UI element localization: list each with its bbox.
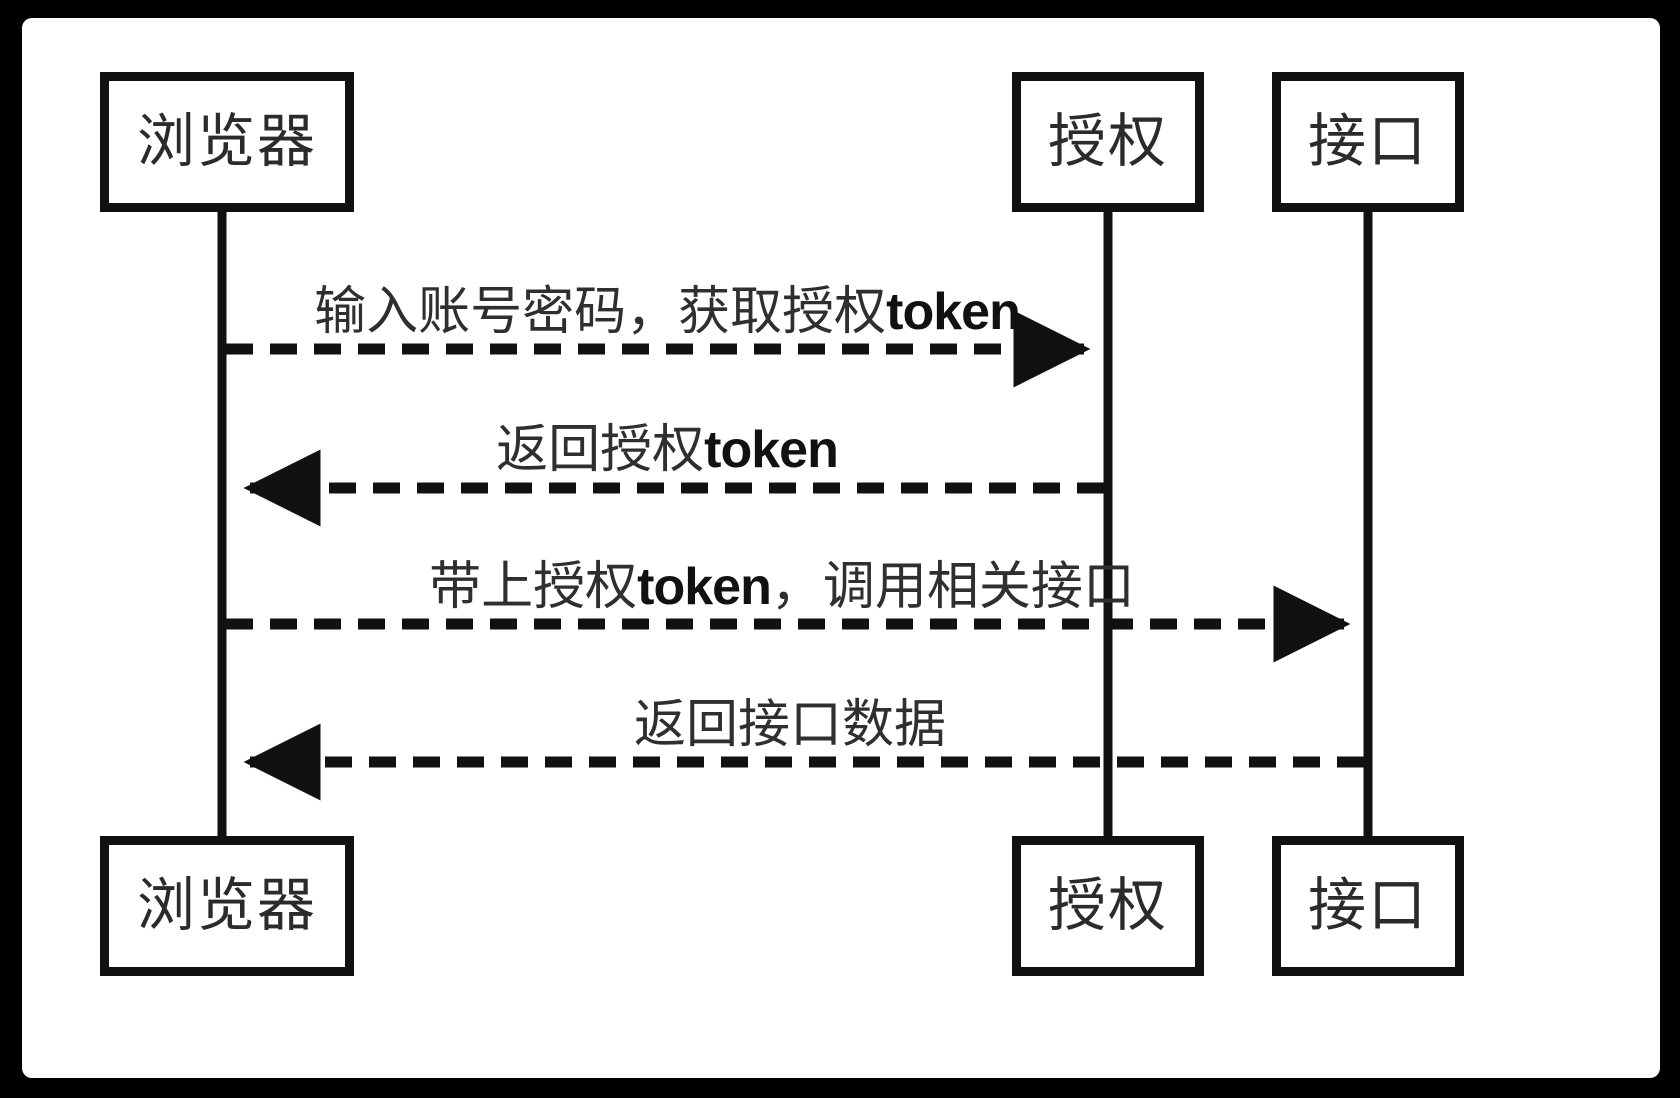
- participant-box-api-top[interactable]: 接口: [1272, 72, 1464, 212]
- participant-label-api-bottom: 接口: [1307, 873, 1428, 938]
- participant-box-browser-top[interactable]: 浏览器: [100, 72, 354, 212]
- participant-box-auth-top[interactable]: 授权: [1012, 72, 1204, 212]
- participant-label-browser-bottom: 浏览器: [136, 873, 317, 938]
- participant-label-auth-top: 授权: [1047, 109, 1168, 174]
- message-label-4: 返回接口数据: [633, 696, 947, 754]
- participant-label-browser-top: 浏览器: [136, 109, 317, 174]
- participant-label-api-top: 接口: [1307, 109, 1428, 174]
- participant-label-auth-bottom: 授权: [1047, 873, 1168, 938]
- participant-box-browser-bottom[interactable]: 浏览器: [100, 836, 354, 976]
- latin-run: token: [704, 421, 839, 479]
- message-label-1: 输入账号密码，获取授权token: [314, 283, 1021, 341]
- diagram-sheet: 浏览器 授权 接口 浏览器 授权 接口 输入账号密码，获取授权token 返回授…: [22, 18, 1660, 1078]
- message-label-2: 返回授权token: [496, 421, 839, 479]
- latin-run: token: [637, 558, 772, 616]
- sequence-vector-layer: [217, 212, 1373, 836]
- participant-box-api-bottom[interactable]: 接口: [1272, 836, 1464, 976]
- message-label-3: 带上授权token，调用相关接口: [429, 558, 1135, 616]
- latin-run: token: [886, 283, 1021, 341]
- participant-box-auth-bottom[interactable]: 授权: [1012, 836, 1204, 976]
